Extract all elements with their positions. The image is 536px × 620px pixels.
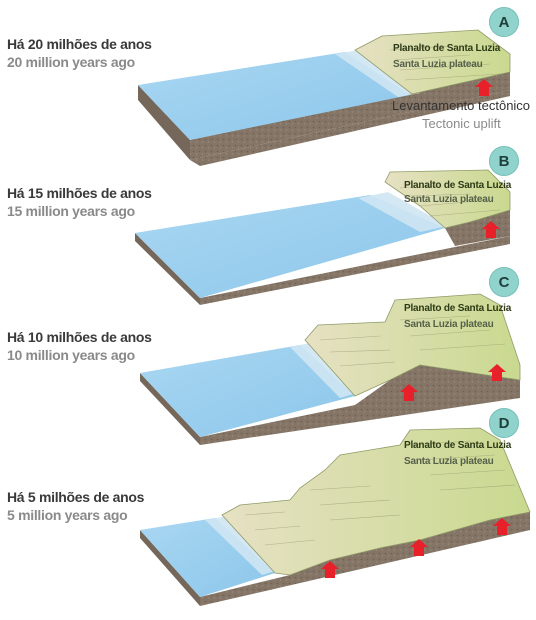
panel-a-badge: A	[489, 7, 519, 37]
panel-b-surf	[358, 192, 448, 232]
panel-c-plateau-hatch	[319, 315, 506, 367]
panel-b-time-label: Há 15 milhões de anos 15 million years a…	[7, 184, 152, 220]
panel-a-soil-side	[138, 85, 190, 160]
panel-c-sea	[140, 345, 355, 437]
panel-a-plateau-surface	[354, 29, 511, 95]
uplift-label-pt: Levantamento tectônico	[392, 98, 531, 113]
panel-c-block	[140, 293, 521, 445]
uplift-label-en: Tectonic uplift	[422, 116, 501, 131]
panel-a-soil-base	[190, 72, 510, 160]
panel-c-plateau-pt: Planalto de Santa Luzia	[404, 303, 512, 314]
panel-b-time-en: 15 million years ago	[7, 203, 135, 219]
panel-b-badge: B	[489, 146, 519, 176]
panel-d-surf	[205, 516, 282, 575]
panel-a-soil-front	[190, 90, 510, 166]
panel-c-plateau-en: Santa Luzia plateau	[404, 319, 494, 330]
panel-d-time-pt: Há 5 milhões de anos	[7, 489, 145, 505]
panel-b-plateau-en: Santa Luzia plateau	[404, 194, 494, 205]
panel-d-sea	[140, 518, 275, 597]
panel-d-time-label: Há 5 milhões de anos 5 million years ago	[7, 488, 144, 524]
panel-c-surf	[290, 342, 360, 398]
panel-c-badge: C	[489, 267, 519, 297]
panel-c-plateau-surface	[304, 293, 521, 397]
panel-d-badge: D	[489, 408, 519, 438]
panel-a-surf	[335, 50, 420, 97]
panel-a-time-en: 20 million years ago	[7, 54, 135, 70]
panel-d-uplift-arrow-2	[410, 539, 428, 556]
panel-c-soil-base	[200, 345, 520, 445]
panel-b-block	[135, 169, 511, 305]
panel-d-block	[140, 427, 531, 606]
panel-b-soil-base	[200, 236, 510, 305]
panel-c-uplift-arrow-1	[400, 384, 418, 401]
panel-b-soil-side	[135, 233, 200, 305]
panel-b-sea	[135, 195, 445, 298]
panel-a-plateau-pt: Planalto de Santa Luzia	[393, 43, 501, 54]
panel-a-block	[138, 29, 511, 166]
panel-a-plateau-en: Santa Luzia plateau	[393, 59, 483, 70]
panel-b-time-pt: Há 15 milhões de anos	[7, 185, 152, 201]
panel-b-uplift-arrow	[482, 221, 500, 238]
panel-a-time-label: Há 20 milhões de anos 20 million years a…	[7, 35, 152, 71]
panel-c-time-en: 10 million years ago	[7, 347, 135, 363]
panel-b-plateau-pt: Planalto de Santa Luzia	[404, 180, 512, 191]
panel-c-soil-side	[140, 373, 200, 445]
panel-d-soil-side	[140, 530, 200, 606]
panel-d-plateau-en: Santa Luzia plateau	[404, 456, 494, 467]
panel-d-uplift-arrow-1	[321, 561, 339, 578]
panel-d-uplift-arrow-3	[493, 518, 511, 535]
panel-a-time-pt: Há 20 milhões de anos	[7, 36, 152, 52]
panel-c-time-pt: Há 10 milhões de anos	[7, 329, 152, 345]
panel-c-time-label: Há 10 milhões de anos 10 million years a…	[7, 328, 152, 364]
panel-b-plateau-hatch	[399, 185, 501, 217]
panel-d-plateau-surface	[221, 427, 531, 576]
panel-d-time-en: 5 million years ago	[7, 507, 128, 523]
panel-d-plateau-hatch	[244, 440, 516, 546]
panel-d-plateau-pt: Planalto de Santa Luzia	[404, 440, 512, 451]
panel-a-sea	[138, 52, 410, 140]
panel-b-plateau-surface	[384, 169, 511, 229]
panel-a-plateau-hatch	[389, 45, 501, 81]
panel-a-uplift-arrow	[475, 79, 493, 96]
panel-c-uplift-arrow-2	[488, 364, 506, 381]
